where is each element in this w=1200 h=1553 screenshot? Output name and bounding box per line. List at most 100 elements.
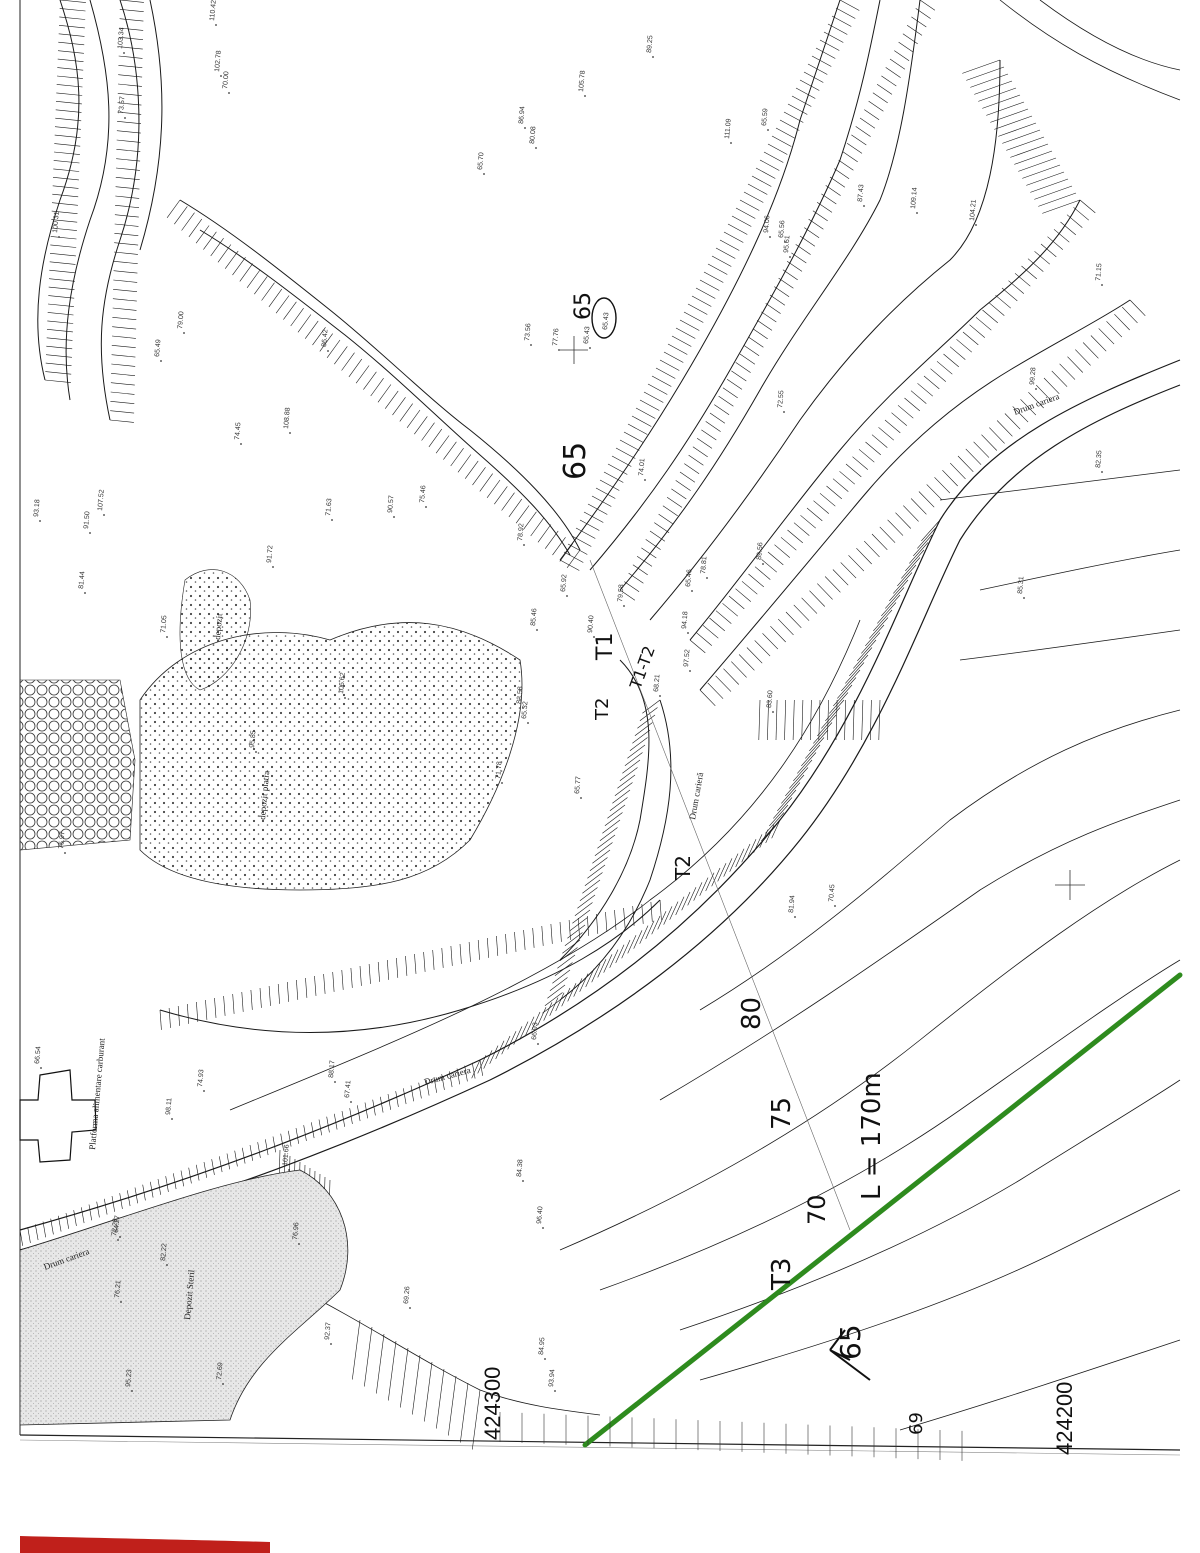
hatch-tick (973, 441, 990, 458)
hatch-tick (1018, 157, 1057, 172)
hatch-tick (970, 73, 1009, 88)
hatch-tick (709, 412, 726, 424)
hatch-tick (651, 375, 672, 387)
hatch-tick (641, 547, 657, 559)
elevation-point (523, 544, 525, 546)
hatch-tick (872, 92, 888, 104)
hatch-tick (48, 278, 75, 282)
elevation-point (580, 797, 582, 799)
hatch-tick (792, 699, 795, 741)
hatch-tick (688, 454, 704, 466)
hatch-tick (19, 1229, 23, 1246)
elevation-label: 81.94 (788, 895, 797, 913)
hatch-tick (599, 479, 620, 491)
hatch-tick (226, 1153, 230, 1170)
hatch-tick (377, 961, 380, 982)
hatch-tick (715, 610, 732, 624)
hatch-tick (821, 193, 837, 205)
hatch-tick (116, 149, 141, 152)
hatch-tick (905, 549, 925, 572)
hatch-tick (254, 276, 268, 295)
hatch-tick (116, 139, 141, 143)
elevation-point (409, 1307, 411, 1309)
hatch-tick (1027, 258, 1044, 272)
hatch-tick (116, 130, 141, 134)
hatch-tick (702, 625, 719, 639)
hatch-tick (655, 367, 676, 379)
hatch-tick (507, 1031, 517, 1050)
hatch-tick (159, 1009, 162, 1030)
circle-pattern-area (19, 679, 136, 851)
hatch-tick (550, 923, 553, 944)
elevation-point (537, 1043, 539, 1045)
hatch-tick (762, 633, 779, 650)
hatch-tick (722, 603, 738, 617)
hatch-tick (554, 962, 573, 976)
hatch-tick (259, 987, 262, 1008)
hatch-tick (448, 1375, 457, 1436)
hatch-tick (632, 905, 635, 926)
hatch-tick (842, 151, 858, 163)
hatch-tick (813, 722, 833, 744)
hatch-tick (996, 420, 1013, 437)
hatch-tick (312, 327, 326, 346)
hatch-tick (675, 480, 691, 491)
hatch-tick (705, 421, 721, 432)
hatch-tick (779, 119, 800, 131)
hatch-tick (878, 427, 894, 441)
elevation-label: 111.09 (724, 118, 733, 139)
hatch-tick (311, 1122, 315, 1139)
hatch-tick (1022, 164, 1061, 179)
hatch-tick (119, 9, 144, 12)
elevation-point (535, 147, 537, 149)
hatch-tick (969, 324, 985, 338)
hatch-tick (915, 8, 931, 19)
elevation-label: 109.14 (910, 187, 919, 209)
hatch-tick (793, 604, 810, 621)
elevation-point (536, 629, 538, 631)
hatch-tick (174, 206, 188, 225)
hatch-tick (810, 699, 812, 741)
hatch-tick (835, 699, 838, 741)
hatch-tick (1121, 306, 1138, 324)
hatch-tick (187, 1003, 189, 1024)
elevation-point (89, 532, 91, 534)
hatch-tick (1042, 199, 1081, 214)
elevation-label: 94.18 (681, 611, 690, 629)
hatch-tick (897, 564, 917, 587)
hatch-tick (995, 295, 1011, 309)
hatch-tick (906, 25, 923, 36)
elevation-point (522, 1180, 524, 1182)
hatch-tick (801, 744, 821, 767)
hatch-tick (49, 253, 76, 257)
hatch-tick (54, 134, 81, 138)
elevation-label: 90.57 (387, 495, 396, 513)
elevation-label: 65.59 (761, 108, 770, 126)
hatch-tick (904, 397, 920, 412)
hatch-tick (711, 255, 732, 267)
hatch-tick (777, 789, 797, 812)
hatch-tick (926, 484, 943, 501)
elevation-label: 95.85 (249, 730, 258, 748)
hatch-tick (818, 699, 821, 741)
hatch-tick (597, 834, 616, 849)
hatch-tick (523, 511, 537, 530)
hand-65-top: 65 (571, 292, 596, 320)
elevation-point (644, 479, 646, 481)
hatch-tick (863, 540, 880, 558)
hatch-tick (592, 849, 611, 864)
hatch-tick (793, 759, 813, 782)
slope-hatch-ticks (19, 0, 1146, 1450)
hatch-tick (861, 699, 864, 741)
upper-deposit-area (179, 569, 251, 691)
hatch-tick (825, 699, 845, 722)
hatch-tick (457, 454, 472, 473)
hatch-tick (597, 959, 607, 978)
hatch-tick (837, 677, 857, 699)
elevation-point (544, 1358, 546, 1360)
hatch-tick (659, 899, 662, 920)
hatch-tick (387, 1093, 391, 1110)
elevation-label: 71.05 (160, 615, 169, 633)
hatch-tick (611, 455, 632, 467)
hatch-tick (801, 699, 804, 741)
